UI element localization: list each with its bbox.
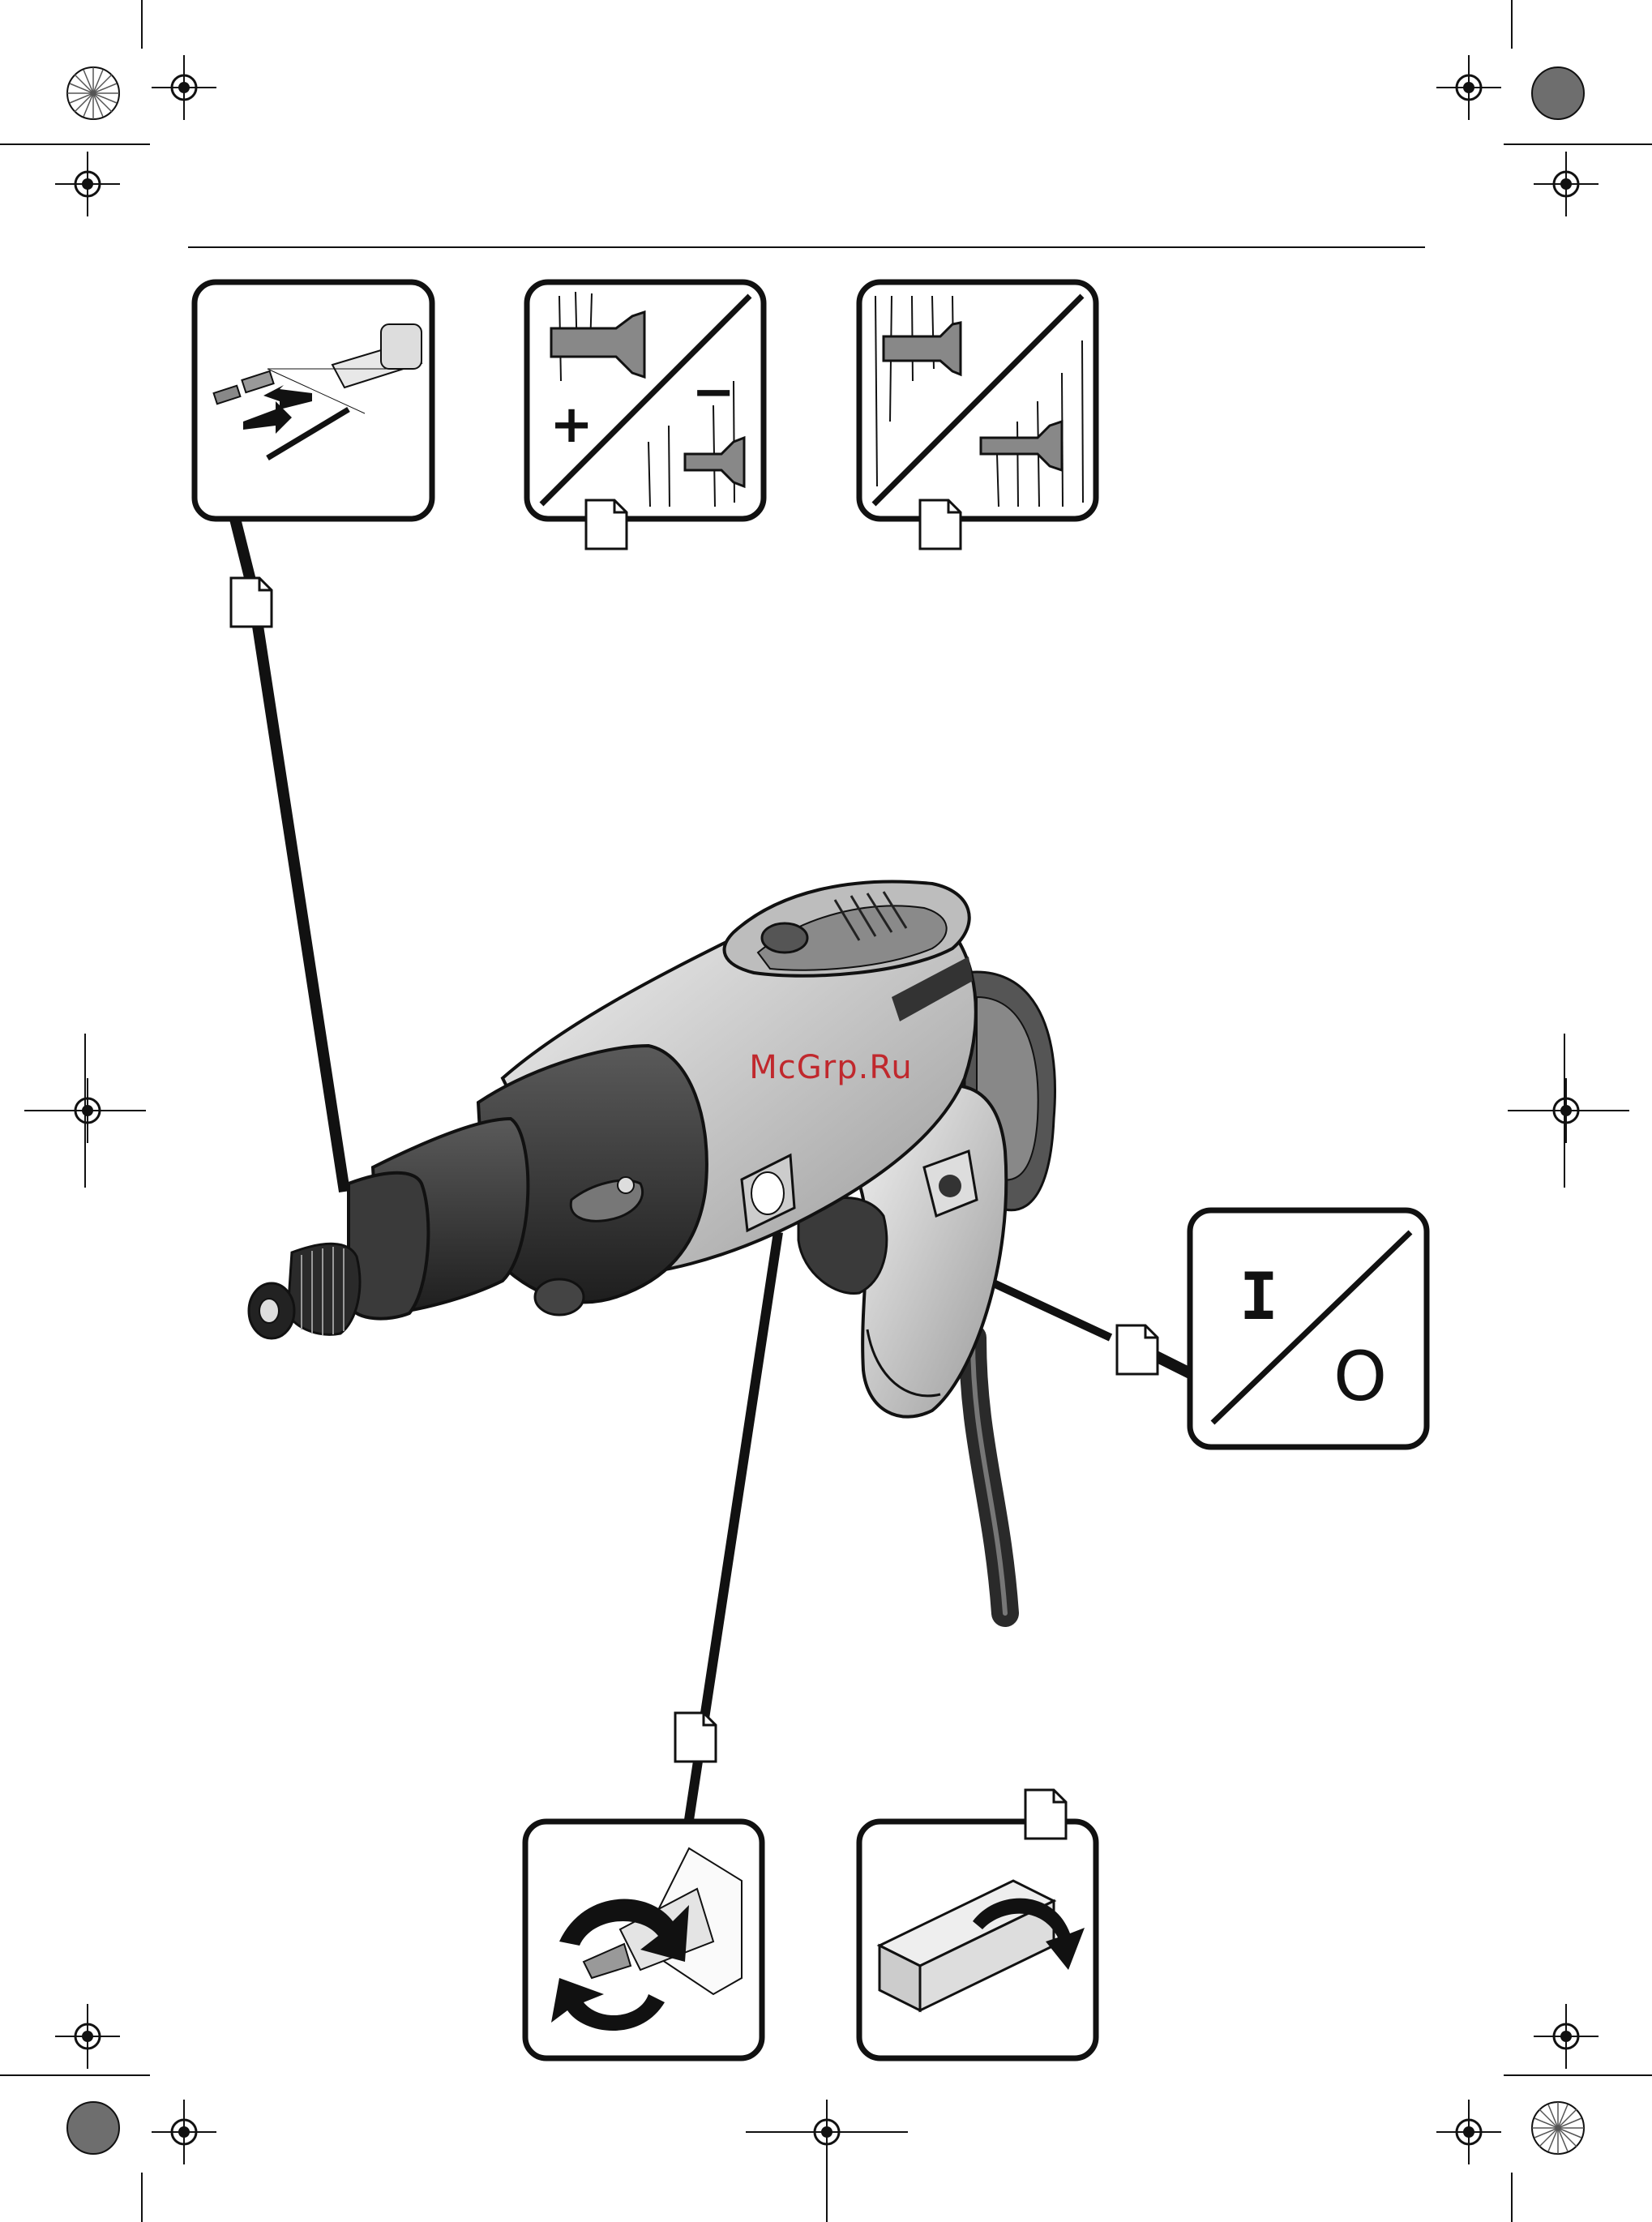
screw-depth-adjust-icon: + −	[527, 282, 764, 519]
registration-mark-icon	[55, 2004, 120, 2069]
registration-mark-icon	[1534, 152, 1599, 216]
color-target-icon	[67, 2102, 119, 2154]
screw-depth-wood-icon	[859, 282, 1096, 519]
page-reference-icon	[586, 500, 627, 549]
registration-mark-icon	[1534, 2004, 1599, 2069]
screwdriver-illustration	[249, 882, 1055, 1614]
page-reference-icon	[1117, 1325, 1158, 1374]
rotate-chuck-icon	[525, 1822, 762, 2058]
switch-off-label: O	[1333, 1337, 1387, 1416]
belt-clip-icon	[859, 1822, 1096, 2058]
color-target-icon	[1532, 2102, 1584, 2154]
page-reference-icon	[231, 578, 272, 627]
depth-plus-label: +	[550, 395, 593, 455]
switch-on-label: I	[1239, 1259, 1278, 1334]
watermark-text: McGrp.Ru	[749, 1049, 912, 1086]
depth-minus-label: −	[691, 362, 735, 422]
bit-change-icon	[195, 282, 432, 519]
registration-mark-icon	[1436, 55, 1501, 120]
page-reference-icon	[675, 1713, 716, 1762]
color-target-icon	[67, 67, 119, 119]
on-off-switch-icon: I O	[1190, 1210, 1427, 1447]
registration-mark-icon	[152, 55, 216, 120]
page-reference-icon	[1025, 1790, 1066, 1839]
registration-mark-icon	[1436, 2100, 1501, 2164]
registration-mark-icon	[152, 2100, 216, 2164]
color-target-icon	[1532, 67, 1584, 119]
page-reference-icon	[920, 500, 961, 549]
registration-mark-icon	[55, 152, 120, 216]
